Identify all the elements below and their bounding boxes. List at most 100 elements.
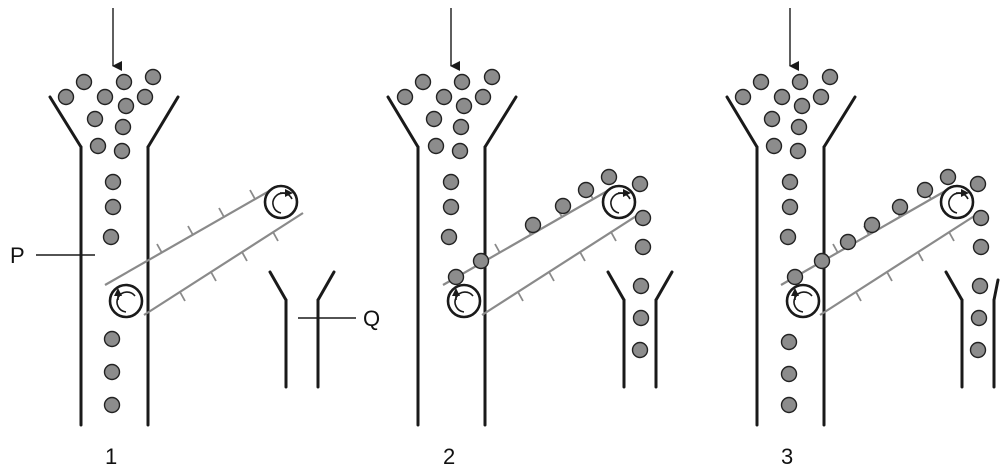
ball xyxy=(102,228,120,246)
ball xyxy=(789,142,807,160)
hopper-p-balls xyxy=(57,68,162,414)
ball xyxy=(781,173,799,191)
ball xyxy=(114,118,132,136)
hopper-p-balls xyxy=(734,68,839,414)
pulley-top xyxy=(263,184,299,220)
ball xyxy=(779,228,797,246)
ball xyxy=(442,173,460,191)
hopper-q xyxy=(268,270,336,389)
panel-caption: 2 xyxy=(443,444,455,469)
panel-caption: 3 xyxy=(781,444,793,469)
ball xyxy=(117,97,135,115)
hopper-p xyxy=(725,95,857,427)
ball xyxy=(103,330,121,348)
ball xyxy=(483,68,501,86)
hopper-p xyxy=(48,95,180,427)
falling-balls xyxy=(969,175,990,359)
ball xyxy=(632,309,650,327)
ball xyxy=(442,198,460,216)
ball xyxy=(554,197,572,215)
ball xyxy=(427,137,445,155)
ball xyxy=(791,73,809,91)
ball xyxy=(972,209,990,227)
ball xyxy=(970,309,988,327)
ball xyxy=(103,363,121,381)
ball xyxy=(96,88,114,106)
ball xyxy=(632,277,650,295)
ball xyxy=(472,252,490,270)
pulley-bottom xyxy=(108,283,144,319)
ball xyxy=(916,181,934,199)
ball xyxy=(115,73,133,91)
hopper-p-balls xyxy=(396,68,501,246)
ball xyxy=(773,88,791,106)
ball xyxy=(104,173,122,191)
ball xyxy=(839,233,857,251)
ball xyxy=(780,396,798,414)
ball xyxy=(86,110,104,128)
ball xyxy=(812,88,830,106)
ball xyxy=(474,88,492,106)
ball xyxy=(600,168,618,186)
ball xyxy=(634,238,652,256)
ball xyxy=(763,110,781,128)
hopper-q xyxy=(944,270,1000,389)
ball xyxy=(631,175,649,193)
ball xyxy=(144,68,162,86)
ball xyxy=(89,137,107,155)
hopper-q xyxy=(606,270,674,389)
ball xyxy=(104,198,122,216)
ball xyxy=(577,181,595,199)
ball xyxy=(821,68,839,86)
ball xyxy=(57,88,75,106)
ball xyxy=(451,142,469,160)
ball xyxy=(972,238,990,256)
ball xyxy=(634,209,652,227)
ball xyxy=(969,175,987,193)
ball xyxy=(136,88,154,106)
ball xyxy=(781,198,799,216)
pulley-bottom xyxy=(785,283,821,319)
ball xyxy=(780,365,798,383)
ball xyxy=(793,97,811,115)
panel-1: P Q 1 xyxy=(10,8,380,469)
ball xyxy=(765,137,783,155)
ball xyxy=(440,228,458,246)
panel-2: 2 xyxy=(386,8,674,469)
ball xyxy=(863,216,881,234)
ball xyxy=(891,198,909,216)
ball xyxy=(631,341,649,359)
ball xyxy=(396,88,414,106)
hopper-p xyxy=(386,95,518,427)
ball xyxy=(786,268,804,286)
belt-balls xyxy=(447,168,618,286)
ball xyxy=(453,73,471,91)
ball xyxy=(752,73,770,91)
falling-balls xyxy=(631,175,652,359)
label-q: Q xyxy=(363,306,380,331)
panel-3: 3 xyxy=(725,8,1000,469)
ball xyxy=(969,341,987,359)
panel-caption: 1 xyxy=(105,444,117,469)
ball xyxy=(455,97,473,115)
ball xyxy=(971,277,989,295)
ball xyxy=(414,73,432,91)
ball xyxy=(452,118,470,136)
ball xyxy=(103,396,121,414)
ball xyxy=(939,168,957,186)
ball xyxy=(75,73,93,91)
conveyor-belt xyxy=(104,185,304,316)
ball xyxy=(435,88,453,106)
ball xyxy=(524,216,542,234)
pulley-top xyxy=(939,184,975,220)
label-p: P xyxy=(10,243,25,268)
ball xyxy=(790,118,808,136)
ball xyxy=(425,110,443,128)
ball xyxy=(780,333,798,351)
ball xyxy=(734,88,752,106)
ball xyxy=(113,142,131,160)
ball xyxy=(447,268,465,286)
pulley-top xyxy=(601,184,637,220)
ball xyxy=(813,252,831,270)
